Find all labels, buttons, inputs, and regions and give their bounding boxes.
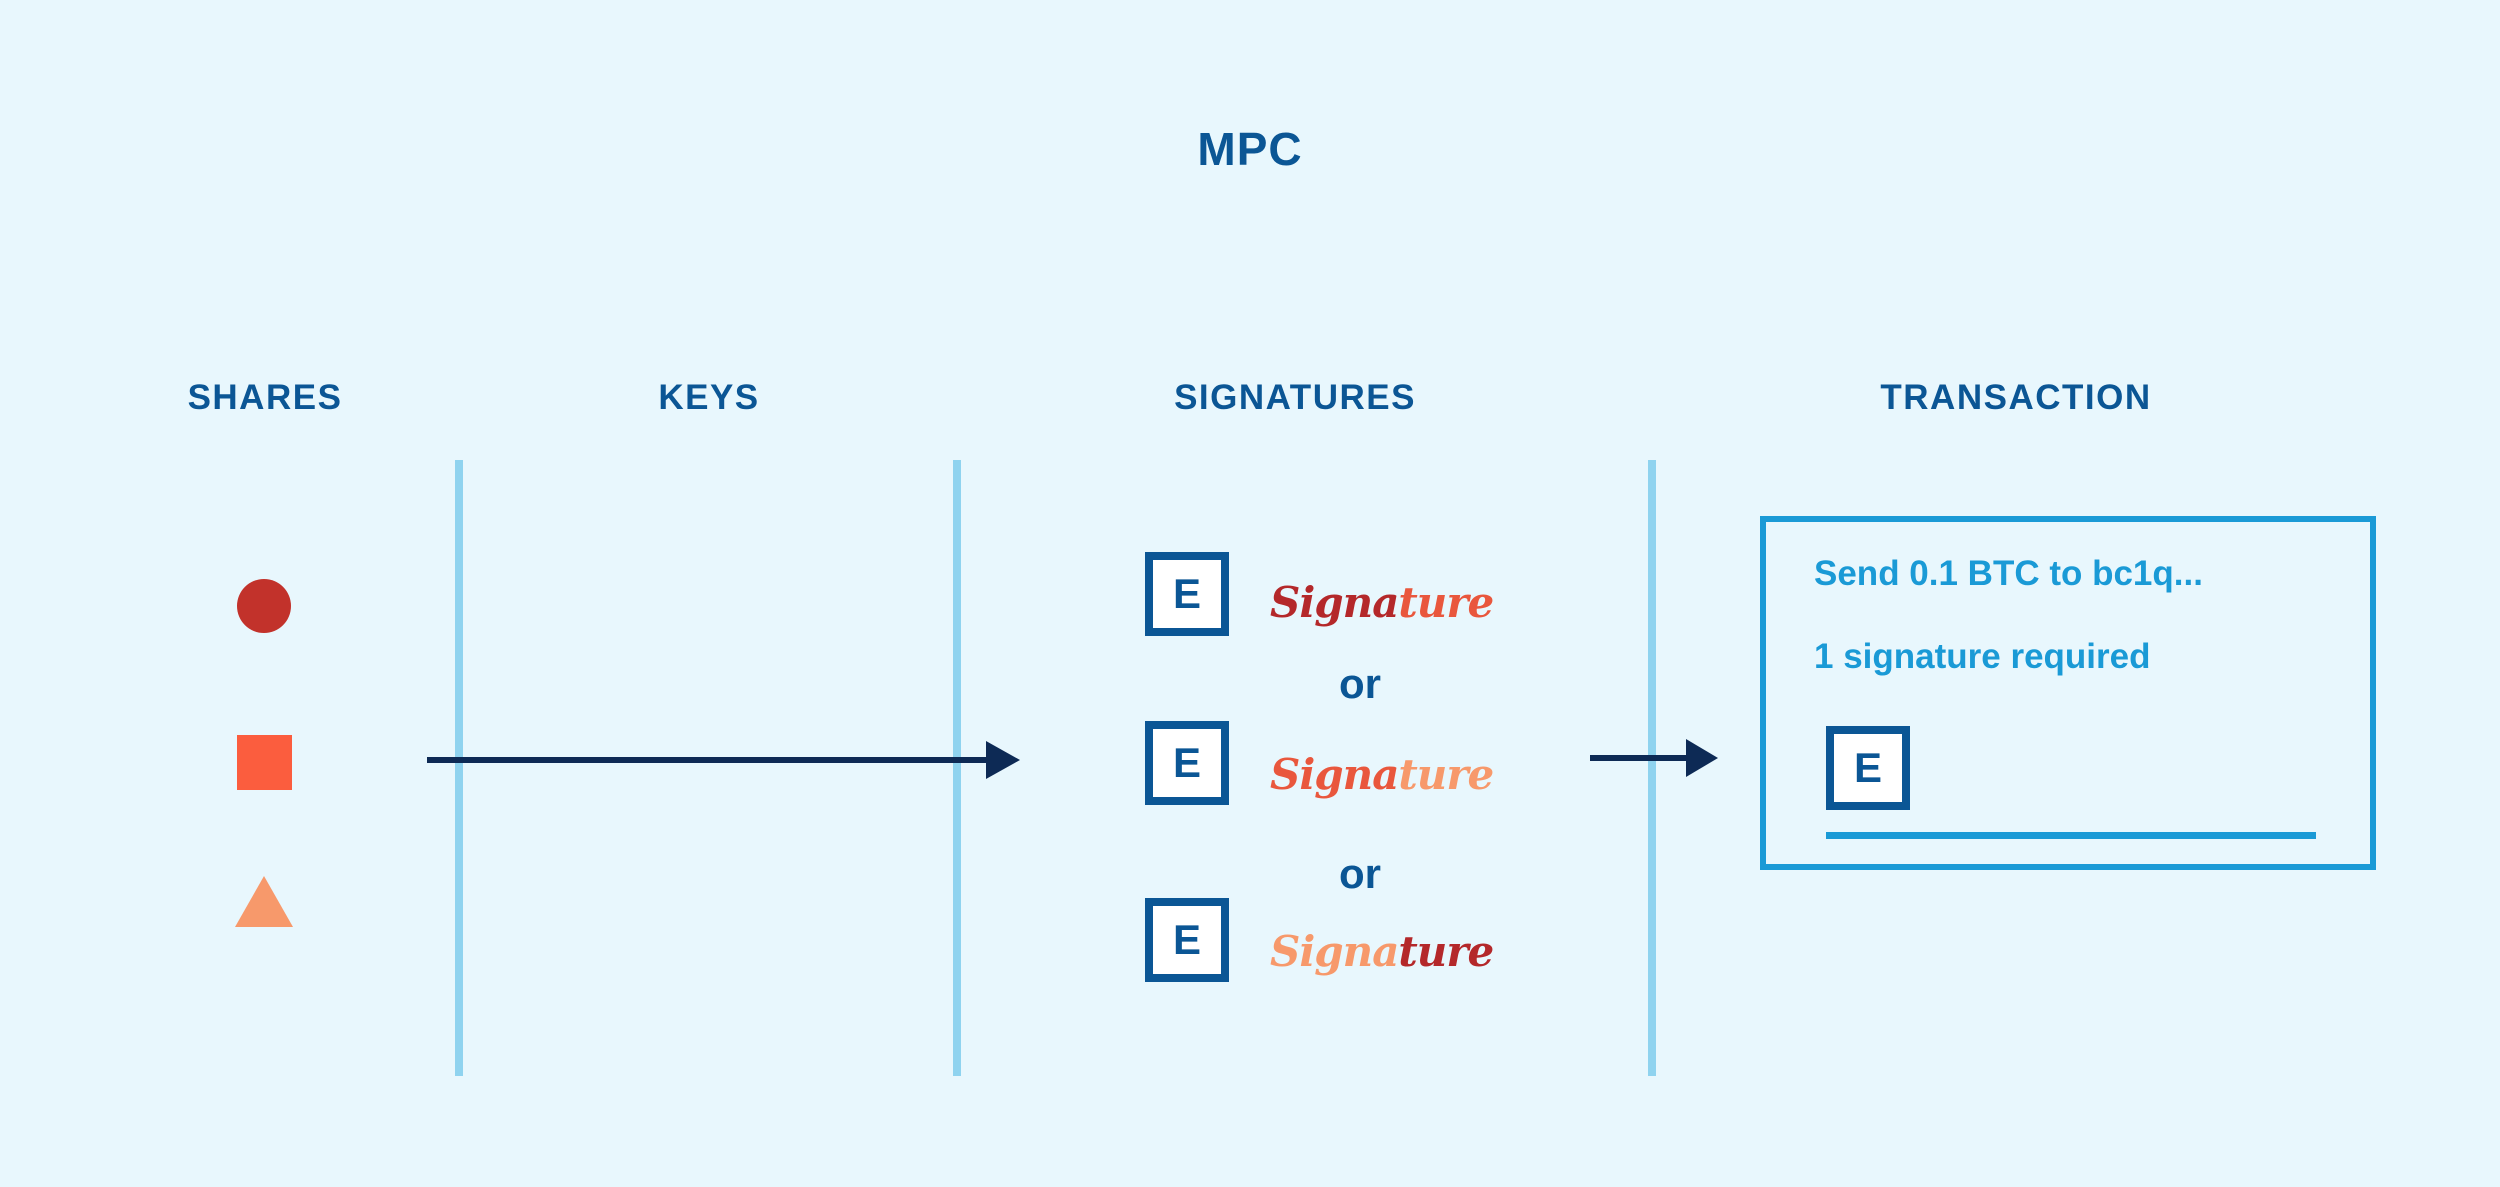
transaction-box: Send 0.1 BTC to bc1q... 1 signature requ…	[1760, 516, 2376, 870]
divider-signatures-transaction	[1648, 460, 1656, 1076]
divider-keys-signatures	[953, 460, 961, 1076]
signature-3-part-b: ture	[1398, 927, 1494, 976]
signature-3-part-a: Signa	[1270, 927, 1399, 976]
or-label-1: or	[1339, 660, 1381, 707]
share-square-icon	[237, 735, 292, 790]
signature-2-part-b: ture	[1398, 750, 1494, 799]
signature-1-part-a: Signa	[1270, 578, 1399, 627]
divider-shares-keys	[455, 460, 463, 1076]
transaction-header: TRANSACTION	[1880, 378, 2152, 417]
signature-3: Signature	[1270, 927, 1494, 976]
signatures-header: SIGNATURES	[1174, 378, 1416, 417]
key-e-icon-3: E	[1145, 898, 1229, 982]
transaction-send-text: Send 0.1 BTC to bc1q...	[1814, 554, 2203, 593]
arrow-shares-to-signatures	[427, 741, 1020, 779]
share-triangle-icon	[235, 876, 293, 927]
keys-header: KEYS	[658, 378, 760, 417]
transaction-key-e-icon: E	[1826, 726, 1910, 810]
signature-2-part-a: Signa	[1270, 750, 1399, 799]
key-e-icon-2: E	[1145, 721, 1229, 805]
signature-2: Signature	[1270, 750, 1494, 799]
share-circle-icon	[237, 579, 291, 633]
shares-header: SHARES	[187, 378, 343, 417]
transaction-signature-line	[1826, 832, 2316, 839]
signature-1: Signature	[1270, 578, 1494, 627]
diagram-title: MPC	[1197, 123, 1303, 175]
key-e-icon-1: E	[1145, 552, 1229, 636]
transaction-requirement-text: 1 signature required	[1814, 637, 2151, 676]
or-label-2: or	[1339, 850, 1381, 897]
signature-1-part-b: ture	[1398, 578, 1494, 627]
